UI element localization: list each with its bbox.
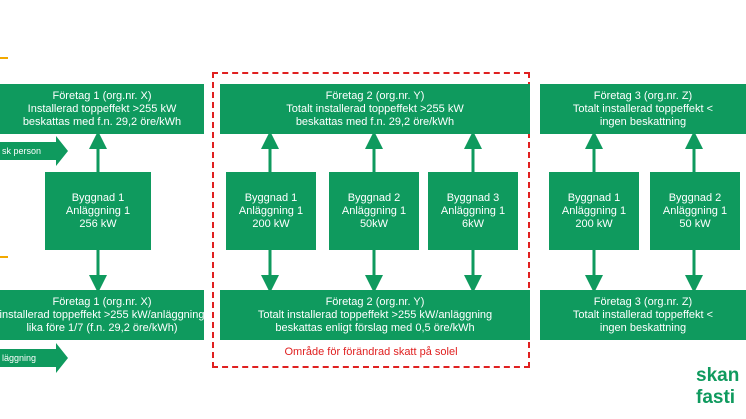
company3-bottom-line3: ingen beskattning: [599, 321, 687, 334]
company1-bottom-line3: lika före 1/7 (f.n. 29,2 öre/kWh): [26, 321, 178, 334]
company3-building2: Byggnad 2 Anläggning 1 50 kW: [650, 172, 740, 250]
company3-top-line1: Företag 3 (org.nr. Z): [593, 89, 693, 102]
building-installation: Anläggning 1: [440, 204, 506, 217]
changed-tax-area-caption: Område för förändrad skatt på solel: [284, 346, 458, 358]
company1-top-line2: Installerad toppeffekt >255 kW: [27, 102, 177, 115]
building-name: Byggnad 3: [446, 191, 500, 204]
company1-bottom-line2: installerad toppeffekt >255 kW/anläggnin…: [0, 308, 204, 321]
company3-top-line3: ingen beskattning: [599, 115, 687, 128]
company3-bottom-line1: Företag 3 (org.nr. Z): [593, 295, 693, 308]
company2-top-line2: Totalt installerad toppeffekt >255 kW: [286, 102, 464, 115]
building-power: 256 kW: [79, 217, 117, 230]
company2-top-line1: Företag 2 (org.nr. Y): [325, 89, 425, 102]
company1-bottom-box: Företag 1 (org.nr. X) installerad toppef…: [0, 290, 204, 340]
company2-building3: Byggnad 3 Anläggning 1 6kW: [428, 172, 518, 250]
building-power: 6kW: [462, 217, 484, 230]
building-installation: Anläggning 1: [341, 204, 407, 217]
logo-line1: skan: [696, 365, 740, 386]
company3-top-box: Företag 3 (org.nr. Z) Totalt installerad…: [540, 84, 746, 134]
building-power: 200 kW: [252, 217, 290, 230]
company2-building1: Byggnad 1 Anläggning 1 200 kW: [226, 172, 316, 250]
company3-top-line2: Totalt installerad toppeffekt <: [572, 102, 714, 115]
company2-top-box: Företag 2 (org.nr. Y) Totalt installerad…: [220, 84, 530, 134]
company3-bottom-line2: Totalt installerad toppeffekt <: [572, 308, 714, 321]
company2-bottom-box: Företag 2 (org.nr. Y) Totalt installerad…: [220, 290, 530, 340]
side-arrow-top: [0, 136, 68, 166]
side-arrow-bottom-label: läggning: [2, 353, 37, 363]
building-name: Byggnad 1: [244, 191, 298, 204]
company2-bottom-line3: beskattas enligt förslag med 0,5 öre/kWh: [275, 321, 475, 334]
building-power: 50kW: [359, 217, 389, 230]
building-name: Byggnad 1: [71, 191, 125, 204]
building-name: Byggnad 2: [668, 191, 722, 204]
company2-bottom-line2: Totalt installerad toppeffekt >255 kW/an…: [257, 308, 493, 321]
building-name: Byggnad 1: [567, 191, 621, 204]
marker-tick-bottom: [0, 256, 8, 258]
logo-line2: fasti: [696, 387, 736, 408]
company2-bottom-line1: Företag 2 (org.nr. Y): [325, 295, 425, 308]
company3-building1: Byggnad 1 Anläggning 1 200 kW: [549, 172, 639, 250]
company2-building2: Byggnad 2 Anläggning 1 50kW: [329, 172, 419, 250]
company1-top-line3: beskattas med f.n. 29,2 öre/kWh: [22, 115, 182, 128]
marker-tick-top: [0, 57, 8, 59]
side-arrow-top-label: sk person: [2, 146, 42, 156]
side-arrow-bottom: [0, 343, 68, 373]
company3-bottom-box: Företag 3 (org.nr. Z) Totalt installerad…: [540, 290, 746, 340]
company1-building1: Byggnad 1 Anläggning 1 256 kW: [45, 172, 151, 250]
building-installation: Anläggning 1: [65, 204, 131, 217]
company2-top-line3: beskattas med f.n. 29,2 öre/kWh: [295, 115, 455, 128]
company1-top-box: Företag 1 (org.nr. X) Installerad toppef…: [0, 84, 204, 134]
company1-bottom-line1: Företag 1 (org.nr. X): [52, 295, 152, 308]
building-name: Byggnad 2: [347, 191, 401, 204]
building-power: 50 kW: [679, 217, 711, 230]
building-installation: Anläggning 1: [238, 204, 304, 217]
building-installation: Anläggning 1: [561, 204, 627, 217]
changed-tax-area-outline: [212, 72, 530, 368]
building-installation: Anläggning 1: [662, 204, 728, 217]
company1-top-line1: Företag 1 (org.nr. X): [52, 89, 152, 102]
building-power: 200 kW: [575, 217, 613, 230]
